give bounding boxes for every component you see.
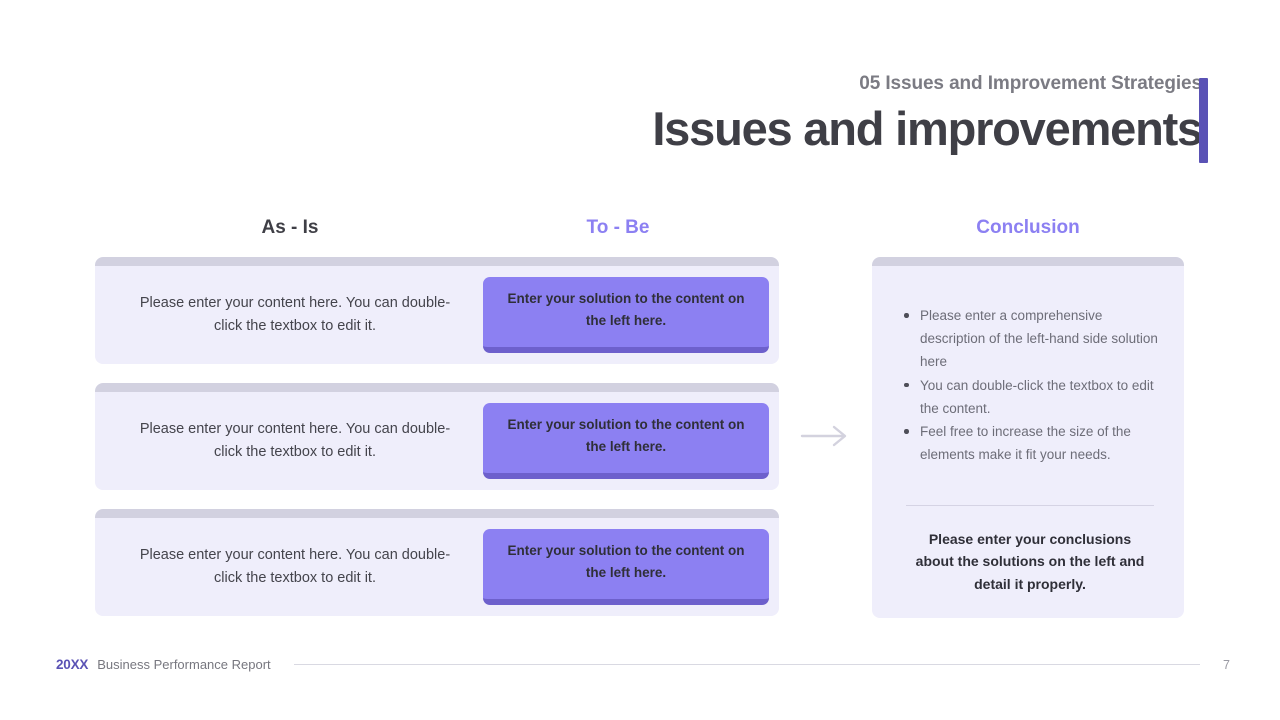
conclusion-bullet-list: Please enter a comprehensive description… [902, 304, 1158, 467]
column-heading-conclusion: Conclusion [976, 217, 1080, 238]
footer-year: 20XX [56, 657, 89, 672]
as-is-textbox[interactable]: Please enter your content here. You can … [139, 294, 451, 334]
title-accent-bar [1199, 78, 1208, 163]
row-top-bar [95, 509, 779, 518]
to-be-slot: Enter your solution to the content on th… [483, 529, 769, 605]
list-item[interactable]: Feel free to increase the size of the el… [902, 420, 1158, 466]
conclusion-divider [906, 504, 1154, 506]
to-be-textbox[interactable]: Enter your solution to the content on th… [483, 529, 769, 605]
slide-header: 05 Issues and Improvement Strategies Iss… [652, 73, 1203, 156]
conclusion-note-textbox[interactable]: Please enter your conclusions about the … [915, 530, 1145, 592]
slide-footer: 20XX Business Performance Report 7 [56, 657, 1230, 672]
conclusion-top-bar [872, 257, 1184, 266]
column-heading-as-is: As - Is [261, 217, 319, 238]
to-be-slot: Enter your solution to the content on th… [483, 403, 769, 479]
row-content: Please enter your content here. You can … [95, 518, 779, 616]
as-is-textbox[interactable]: Please enter your content here. You can … [139, 420, 451, 460]
table-row[interactable]: Please enter your content here. You can … [95, 509, 779, 616]
footer-divider [293, 664, 1201, 665]
row-content: Please enter your content here. You can … [95, 266, 779, 364]
table-row[interactable]: Please enter your content here. You can … [95, 257, 779, 364]
comparison-rows: Please enter your content here. You can … [95, 257, 779, 616]
arrow-right-icon [800, 424, 850, 448]
column-heading-to-be: To - Be [586, 217, 650, 238]
footer-label: Business Performance Report [97, 657, 271, 672]
to-be-textbox[interactable]: Enter your solution to the content on th… [483, 403, 769, 479]
row-content: Please enter your content here. You can … [95, 392, 779, 490]
to-be-slot: Enter your solution to the content on th… [483, 277, 769, 353]
as-is-textbox[interactable]: Please enter your content here. You can … [139, 546, 451, 586]
list-item[interactable]: You can double-click the textbox to edit… [902, 374, 1158, 420]
conclusion-panel[interactable]: Please enter a comprehensive description… [872, 257, 1184, 618]
page-number: 7 [1223, 657, 1230, 672]
list-item[interactable]: Please enter a comprehensive description… [902, 304, 1158, 374]
row-top-bar [95, 257, 779, 266]
conclusion-content: Please enter a comprehensive description… [872, 266, 1184, 618]
row-top-bar [95, 383, 779, 392]
to-be-textbox[interactable]: Enter your solution to the content on th… [483, 277, 769, 353]
section-eyebrow: 05 Issues and Improvement Strategies [859, 73, 1202, 94]
page-title: Issues and improvements [652, 101, 1203, 155]
table-row[interactable]: Please enter your content here. You can … [95, 383, 779, 490]
